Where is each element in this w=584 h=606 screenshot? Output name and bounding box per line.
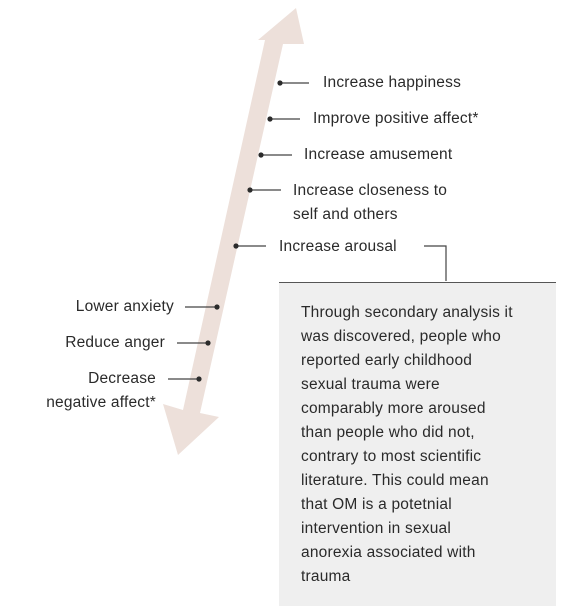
marker-dot-decrease-negative-affect	[196, 376, 202, 382]
marker-dot-increase-amusement	[258, 152, 264, 158]
marker-dot-lower-anxiety	[214, 304, 220, 310]
label-increase-arousal: Increase arousal	[279, 238, 397, 255]
label-increase-amusement: Increase amusement	[304, 146, 453, 163]
label-decrease-negative-affect: Decrease negative affect*	[46, 370, 156, 411]
marker-dot-increase-happiness	[277, 80, 283, 86]
marker-dot-increase-closeness	[247, 187, 253, 193]
note-box: Through secondary analysis it was discov…	[279, 282, 556, 606]
label-lower-anxiety: Lower anxiety	[75, 298, 174, 315]
marker-dot-improve-positive-affect	[267, 116, 273, 122]
marker-dot-reduce-anger	[205, 340, 211, 346]
label-increase-happiness: Increase happiness	[323, 74, 462, 91]
marker-dot-increase-arousal	[233, 243, 239, 249]
label-reduce-anger: Reduce anger	[65, 334, 165, 351]
note-text: Through secondary analysis it was discov…	[301, 304, 513, 585]
label-improve-positive-affect: Improve positive affect*	[313, 110, 479, 127]
label-increase-closeness: Increase closeness to self and others	[293, 182, 448, 223]
note-connector-line	[424, 245, 447, 281]
